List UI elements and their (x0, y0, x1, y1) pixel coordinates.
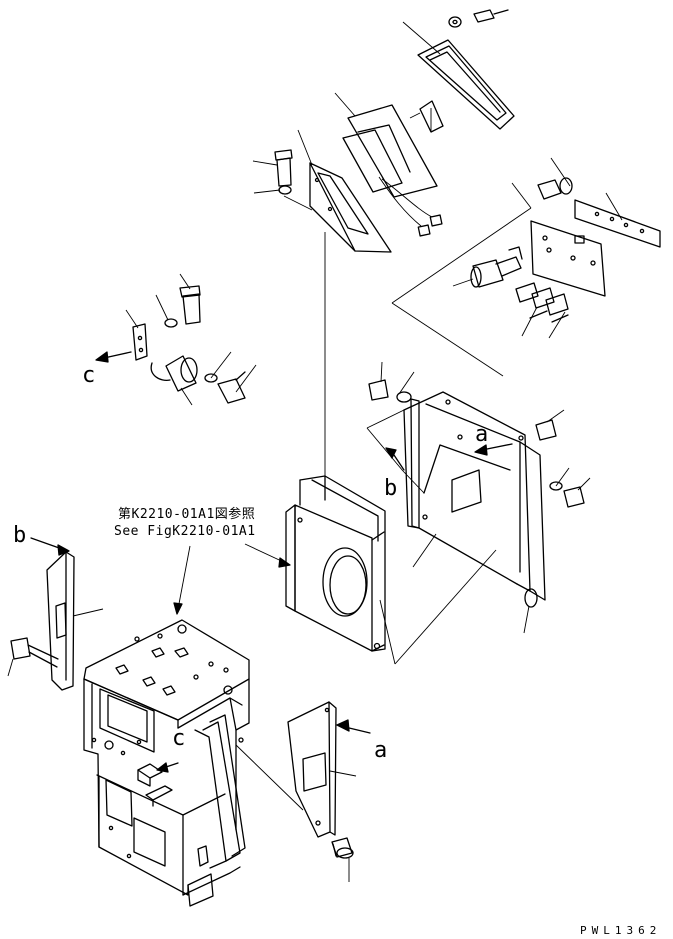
cover-box (403, 391, 531, 592)
callout-c-left: c (82, 363, 96, 388)
callout-a-lower: a (374, 738, 388, 763)
left-side-plate-group (7, 537, 104, 691)
horn-switch-group (95, 273, 257, 406)
reference-label-en: See FigK2210-01A1 (114, 524, 256, 539)
switch-plate (530, 220, 606, 297)
right-side-plate-group (287, 701, 371, 882)
callout-a-upper: a (475, 422, 489, 447)
monitor-bezel (417, 39, 515, 130)
fan-shroud (299, 475, 386, 652)
monitor-bracket (309, 162, 392, 253)
callout-c-frame: c (172, 726, 186, 751)
callout-b-upper: b (384, 476, 398, 501)
left-side-plate (46, 551, 75, 691)
monitor-frame-group (252, 9, 515, 253)
main-frame-group (83, 619, 304, 907)
switch-plate-group (391, 157, 661, 377)
name-plate (574, 199, 661, 248)
cover-box-group (366, 361, 591, 665)
fan-shroud-group (285, 475, 386, 652)
callout-b-left: b (13, 523, 27, 548)
right-side-plate (287, 701, 331, 838)
reference-label-jp: 第K2210-01A1図参照 (118, 507, 256, 522)
top-bolt (448, 9, 509, 28)
monitor-body (347, 104, 438, 198)
drawing-code: PWL1362 (580, 924, 662, 937)
